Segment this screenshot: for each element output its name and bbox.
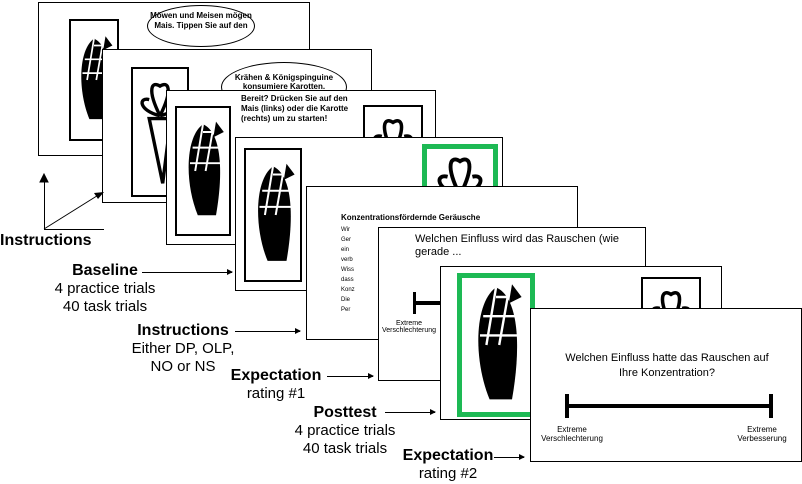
body-line: Wiss — [341, 267, 354, 273]
axis-vertical — [44, 180, 45, 230]
scale-right-label: Extreme Verbesserung — [737, 425, 787, 443]
body-line: verb — [341, 257, 353, 263]
corn-image-selected — [457, 273, 535, 417]
axis-arrows — [39, 172, 104, 230]
body-line: ein — [341, 247, 350, 253]
body-line: Per — [341, 307, 351, 313]
arrow-expectation-1 — [327, 373, 374, 379]
body-line: Konz — [341, 287, 355, 293]
rating-scale[interactable] — [565, 394, 773, 418]
slide-expectation-2: Welchen Einfluss hatte das Rauschen auf … — [530, 308, 802, 462]
question-text: Welchen Einfluss wird das Rauschen (wie … — [415, 233, 619, 258]
corn-image — [244, 148, 302, 282]
question-text: Welchen Einfluss hatte das Rauschen auf … — [565, 352, 769, 379]
scale-left-label: Extreme Verschlechterung — [541, 425, 603, 443]
arrow-baseline — [142, 269, 233, 275]
arrow-expectation-2 — [494, 454, 525, 460]
ready-text: Bereit? Drücken Sie auf den Mais (links)… — [241, 94, 349, 123]
scale-left-label: Extreme Verschlechterung — [381, 320, 437, 334]
body-line: Wir — [341, 227, 350, 233]
axis-horizontal — [44, 229, 104, 230]
body-line: Die — [341, 297, 351, 303]
body-line: dass — [341, 277, 354, 283]
arrow-posttest — [385, 409, 436, 415]
condition-title: Konzentrationsfördernde Geräusche — [341, 213, 481, 222]
arrow-instructions — [235, 328, 301, 334]
label-instructions: Instructions — [0, 232, 92, 249]
body-line: Ger — [341, 237, 352, 243]
corn-image — [175, 106, 231, 236]
speech-bubble: Möwen und Meisen mögen Mais. Tippen Sie … — [147, 5, 255, 47]
